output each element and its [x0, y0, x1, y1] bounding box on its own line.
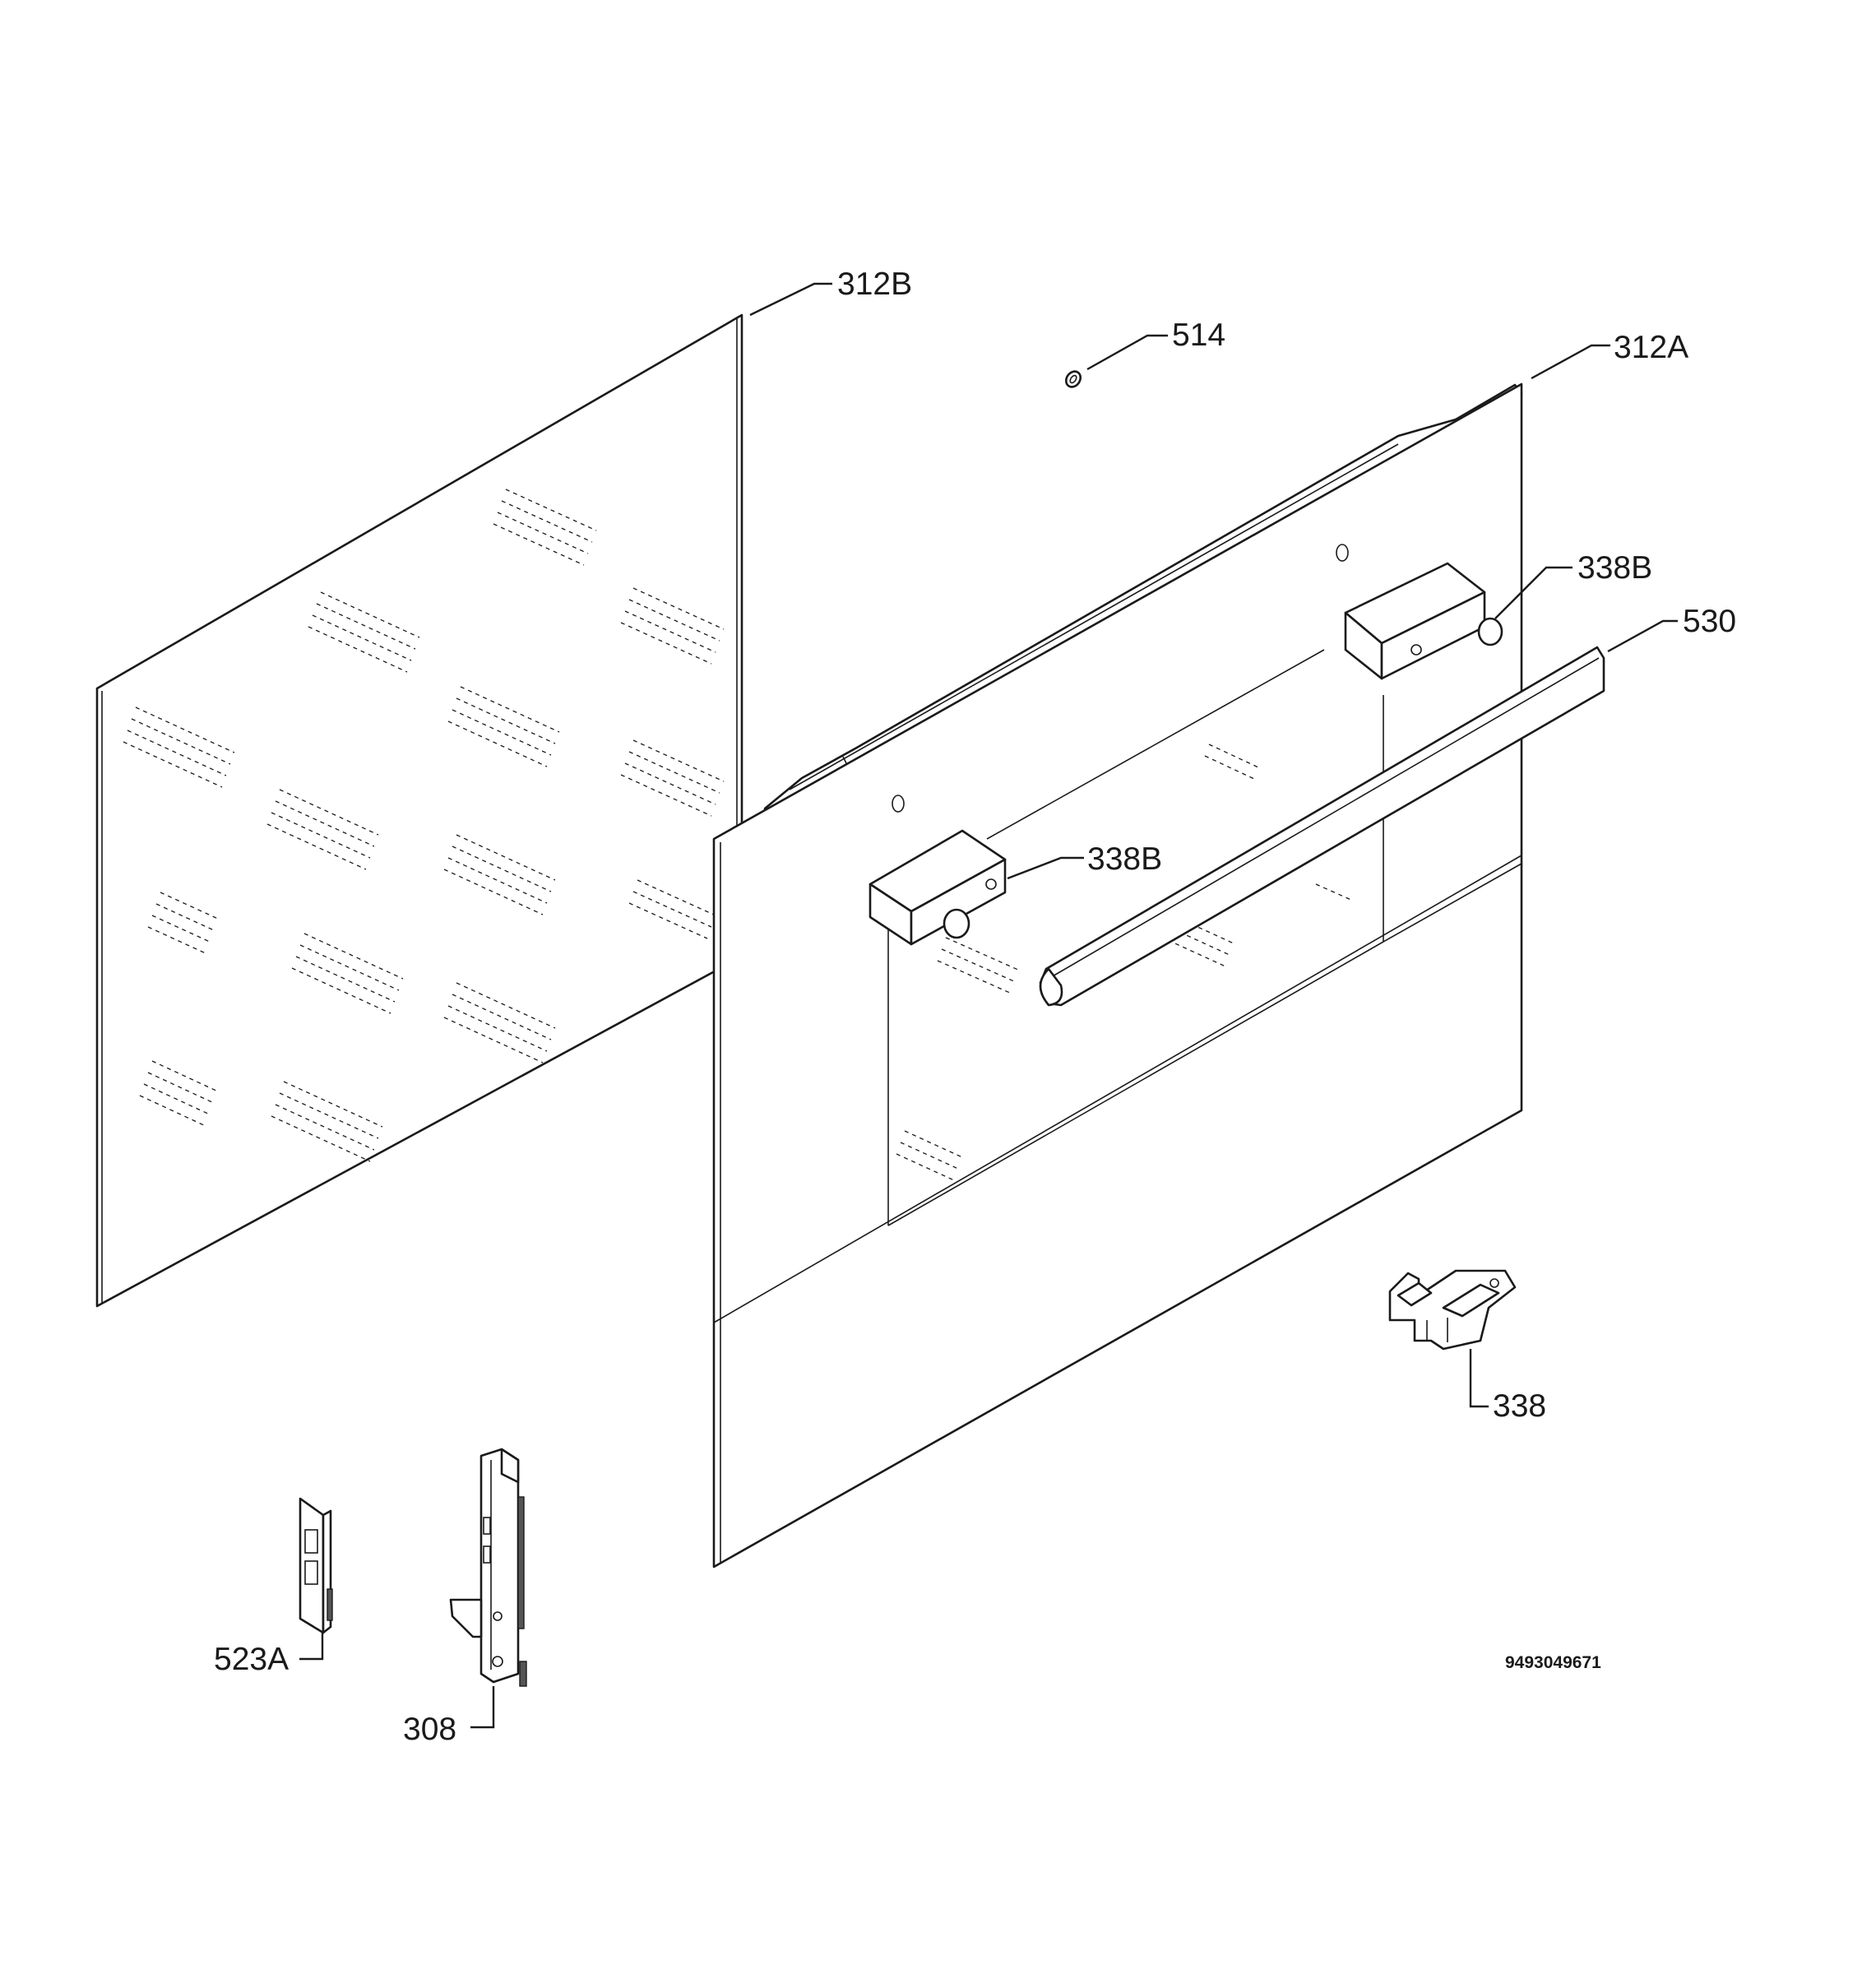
outer-door-panel: [712, 382, 1523, 1569]
callout-338b-left: 338B: [1087, 841, 1162, 877]
hinge-cover-left: [869, 829, 1007, 946]
callout-312b: 312B: [837, 266, 912, 302]
inner-glass-panel: [95, 313, 743, 1308]
door-catch: [1388, 1269, 1517, 1351]
hinge-small: [299, 1497, 333, 1634]
hinge-large: [449, 1448, 527, 1687]
glass-reflection-hatching: [123, 489, 725, 1162]
callout-514: 514: [1172, 317, 1225, 353]
callout-523a: 523A: [214, 1642, 289, 1677]
callout-308: 308: [403, 1712, 456, 1747]
hinge-cover-right: [1344, 562, 1503, 680]
leader-lines: [299, 282, 1678, 1729]
callout-530: 530: [1683, 604, 1736, 639]
callout-338: 338: [1493, 1388, 1546, 1424]
drawing-catalog-number: 9493049671: [1505, 1653, 1601, 1672]
door-handle: [1039, 646, 1605, 1007]
callout-312a: 312A: [1614, 330, 1688, 365]
screw: [1064, 370, 1082, 388]
callout-338b-right: 338B: [1577, 550, 1652, 586]
